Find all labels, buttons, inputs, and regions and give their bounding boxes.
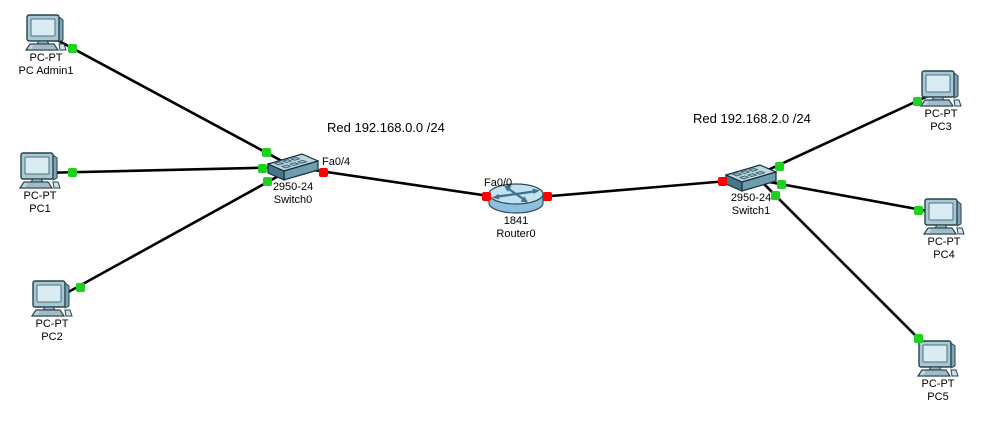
link-status-light [774, 161, 784, 171]
switch-icon [267, 151, 319, 183]
device-name-label: PC3 [930, 121, 952, 133]
port-label-fa0-0: Fa0/0 [484, 177, 513, 189]
device-model-label: PC-PT [927, 236, 961, 248]
device-model-label: PC-PT [921, 378, 955, 390]
device-name-label: PC5 [927, 391, 949, 403]
link-status-light [75, 282, 85, 292]
link-status-light [913, 205, 923, 215]
device-name-label: PC2 [41, 331, 63, 343]
link-status-light [776, 179, 786, 189]
cable-pc2-switch0[interactable] [50, 166, 295, 303]
device-model-label: 1841 [503, 215, 529, 227]
device-model-label: PC-PT [924, 108, 958, 120]
device-name-label: PC1 [29, 203, 51, 215]
device-pc5[interactable] [916, 340, 960, 380]
cable-switch1-pc5[interactable] [755, 175, 940, 360]
port-label-fa0-4: Fa0/4 [322, 156, 351, 168]
network-note-label: Red 192.168.0.0 /24 [327, 120, 445, 135]
link-status-light [542, 191, 552, 201]
device-name-label: Router0 [496, 228, 536, 240]
device-pc2[interactable] [30, 280, 74, 320]
device-switch1[interactable] [725, 162, 777, 194]
device-label-pc1: PC-PT PC1 [0, 190, 100, 216]
device-label-pc5: PC-PT PC5 [878, 378, 991, 404]
device-model-label: PC-PT [35, 318, 69, 330]
link-status-light [262, 176, 272, 186]
link-status-light [67, 43, 77, 53]
pc-icon [24, 14, 68, 54]
device-label-switch1: 2950-24 Switch1 [691, 192, 811, 218]
device-label-pc3: PC-PT PC3 [881, 108, 991, 134]
cable-router0-switch1[interactable] [514, 177, 753, 201]
pc-icon [30, 280, 74, 320]
device-pc1[interactable] [18, 152, 62, 192]
device-model-label: PC-PT [23, 190, 57, 202]
device-label-pc-admin1: PC-PT PC Admin1 [0, 52, 106, 78]
device-pc-admin1[interactable] [24, 14, 68, 54]
device-pc3[interactable] [919, 70, 963, 110]
network-note-label: Red 192.168.2.0 /24 [693, 111, 811, 126]
device-label-switch0: 2950-24 Switch0 [233, 181, 353, 207]
device-name-label: PC4 [933, 249, 955, 261]
link-status-light [912, 96, 922, 106]
cable-switch1-pc3[interactable] [751, 88, 943, 179]
link-status-light [261, 147, 271, 157]
device-switch0[interactable] [267, 151, 319, 183]
device-label-router0: 1841 Router0 [456, 215, 576, 241]
link-status-light [770, 190, 780, 200]
cable-pc1-switch0[interactable] [38, 165, 295, 175]
device-label-pc2: PC-PT PC2 [0, 318, 112, 344]
pc-icon [919, 70, 963, 110]
pc-icon [916, 340, 960, 380]
pc-icon [922, 198, 966, 238]
cable-pc-admin1-switch0[interactable] [44, 32, 295, 169]
device-label-pc4: PC-PT PC4 [884, 236, 991, 262]
device-pc4[interactable] [922, 198, 966, 238]
device-model-label: 2950-24 [272, 181, 314, 193]
device-model-label: 2950-24 [730, 192, 772, 204]
cable-switch0-router0[interactable] [291, 165, 518, 202]
device-name-label: PC Admin1 [18, 65, 74, 77]
device-model-label: PC-PT [29, 52, 63, 64]
pc-icon [18, 152, 62, 192]
link-status-light [257, 163, 267, 173]
device-name-label: Switch1 [731, 205, 771, 217]
link-status-light [67, 167, 77, 177]
link-status-light [913, 333, 923, 343]
link-status-light [717, 176, 727, 186]
switch-icon [725, 162, 777, 194]
link-status-light [481, 191, 491, 201]
device-name-label: Switch0 [273, 194, 313, 206]
link-status-light [318, 167, 328, 177]
